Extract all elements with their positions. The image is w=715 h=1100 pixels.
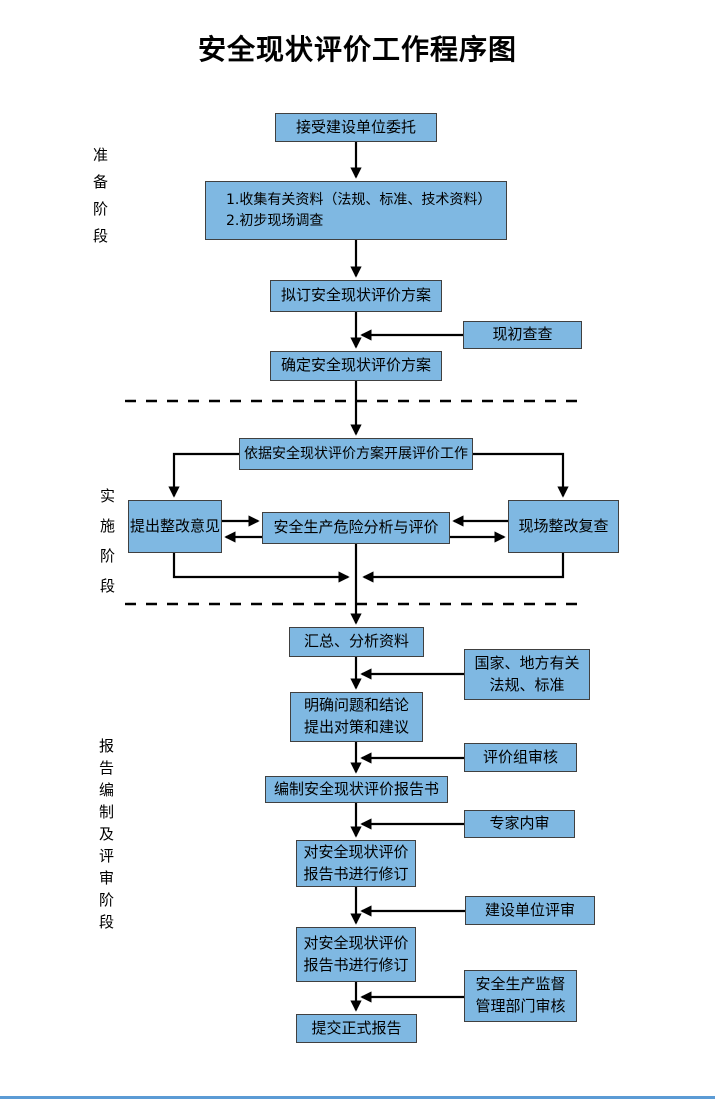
stage-label-reporting: 报告编制及评审阶段 <box>97 738 115 936</box>
join-recheck-down <box>362 553 565 583</box>
node-accept-commission: 接受建设单位委托 <box>275 113 437 142</box>
node-collect-info-line2: 2.初步现场调查 <box>226 212 324 229</box>
node-revise-report-2-line1: 对安全现状评价 <box>303 933 409 952</box>
stage-label-implementation: 实施阶段 <box>98 488 116 608</box>
node-compile-report: 编制安全现状评价报告书 <box>265 776 448 803</box>
node-hazard-analysis-label: 安全生产危险分析与评价 <box>273 518 439 537</box>
node-revise-report-1-line2: 报告书进行修订 <box>303 864 409 883</box>
node-supervision-review-line1: 安全生产监督 <box>475 975 566 994</box>
node-laws-standards: 国家、地方有关 法规、标准 <box>464 649 590 700</box>
node-expert-internal-review: 专家内审 <box>464 810 575 838</box>
page-title: 安全现状评价工作程序图 <box>197 33 517 66</box>
node-supervision-review: 安全生产监督 管理部门审核 <box>464 970 577 1022</box>
node-revise-report-1-line1: 对安全现状评价 <box>303 842 409 861</box>
node-revise-report-2: 对安全现状评价 报告书进行修订 <box>296 927 416 982</box>
node-summarize-data: 汇总、分析资料 <box>289 627 424 657</box>
node-propose-rectification-label: 提出整改意见 <box>129 516 220 535</box>
node-clarify-problems-line1: 明确问题和结论 <box>303 696 409 715</box>
node-site-rectification-recheck: 现场整改复查 <box>508 500 619 553</box>
node-eval-group-review-label: 评价组审核 <box>482 747 558 766</box>
node-carry-out-evaluation-label: 依据安全现状评价方案开展评价工作 <box>244 445 468 462</box>
node-initial-site-check-label: 现初查查 <box>492 325 553 344</box>
node-draft-plan-label: 拟订安全现状评价方案 <box>280 286 431 305</box>
node-laws-standards-line2: 法规、标准 <box>489 675 565 694</box>
node-clarify-problems-line2: 提出对策和建议 <box>303 718 409 736</box>
join-propose-down <box>172 553 350 583</box>
node-supervision-review-line2: 管理部门审核 <box>475 997 566 1015</box>
node-submit-report: 提交正式报告 <box>296 1014 417 1043</box>
node-hazard-analysis: 安全生产危险分析与评价 <box>262 512 450 544</box>
node-revise-report-2-line2: 报告书进行修订 <box>303 955 409 974</box>
bottom-border-line <box>0 1096 715 1099</box>
node-laws-standards-line1: 国家、地方有关 <box>474 653 580 672</box>
node-carry-out-evaluation: 依据安全现状评价方案开展评价工作 <box>239 438 473 470</box>
node-initial-site-check: 现初查查 <box>463 321 582 349</box>
node-collect-info-line1: 1.收集有关资料（法规、标准、技术资料） <box>226 192 492 209</box>
branch-left-to-propose <box>168 452 239 498</box>
branch-right-to-recheck <box>473 452 569 498</box>
node-revise-report-1: 对安全现状评价 报告书进行修订 <box>296 840 416 887</box>
node-expert-internal-review-label: 专家内审 <box>489 814 550 833</box>
node-collect-info: 1.收集有关资料（法规、标准、技术资料） 2.初步现场调查 <box>205 181 507 240</box>
node-eval-group-review: 评价组审核 <box>464 743 577 772</box>
node-draft-plan: 拟订安全现状评价方案 <box>270 280 442 312</box>
node-summarize-data-label: 汇总、分析资料 <box>303 632 409 651</box>
node-clarify-problems: 明确问题和结论 提出对策和建议 <box>290 692 423 742</box>
node-site-rectification-recheck-label: 现场整改复查 <box>518 516 609 535</box>
node-submit-report-label: 提交正式报告 <box>311 1018 402 1037</box>
node-confirm-plan-label: 确定安全现状评价方案 <box>280 356 431 375</box>
stage-label-preparation: 准备阶段 <box>91 147 109 255</box>
node-client-review-label: 建设单位评审 <box>484 900 575 919</box>
node-client-review: 建设单位评审 <box>465 896 595 925</box>
node-accept-commission-label: 接受建设单位委托 <box>295 117 416 136</box>
node-compile-report-label: 编制安全现状评价报告书 <box>273 779 439 798</box>
node-propose-rectification: 提出整改意见 <box>128 500 222 553</box>
node-confirm-plan: 确定安全现状评价方案 <box>270 351 442 381</box>
